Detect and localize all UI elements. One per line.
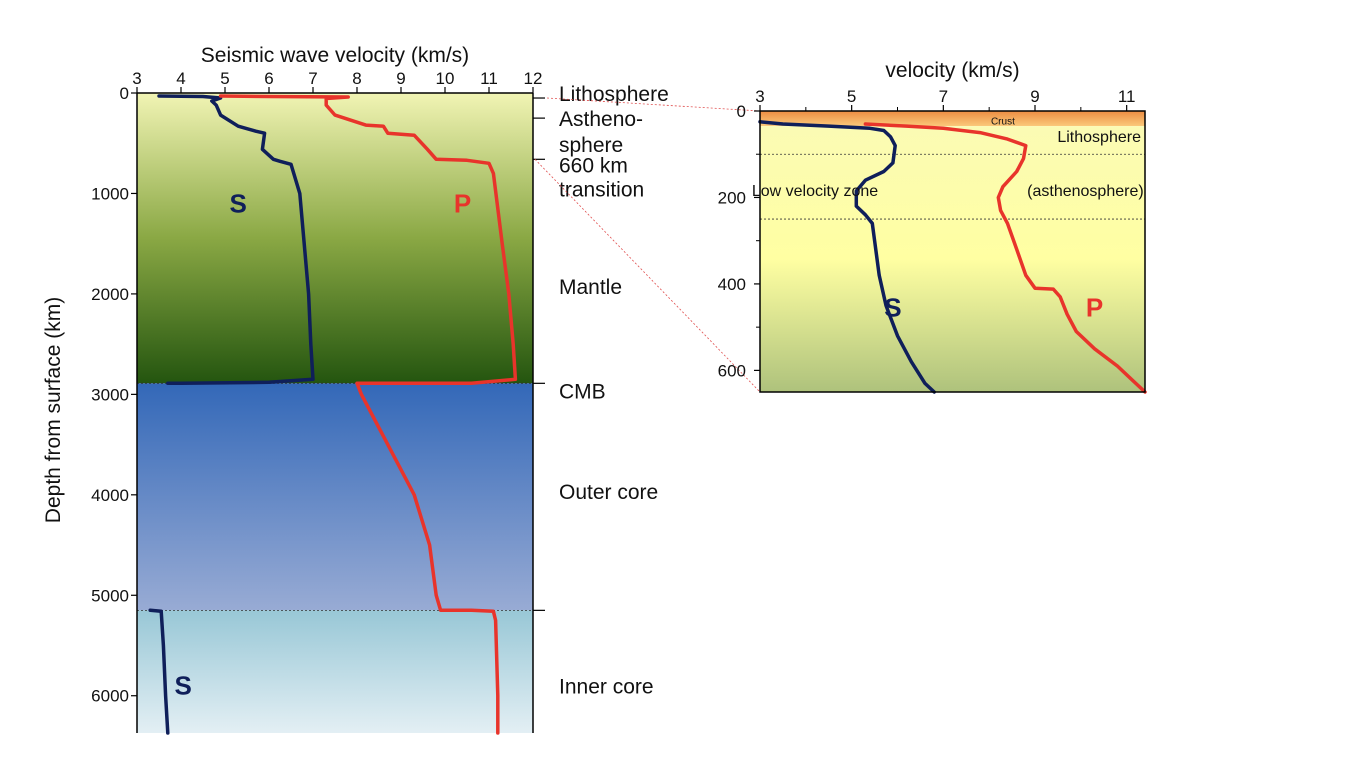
y-tick-label: 1000 (91, 184, 129, 203)
zoom-connector-lines (534, 97, 761, 393)
inset-x-tick-label: 3 (755, 87, 764, 106)
inset-frame-rect (759, 110, 1146, 393)
inset-zone-label: Lithosphere (1057, 129, 1141, 146)
region-label: CMB (559, 380, 606, 403)
region-label: Outer core (559, 481, 658, 504)
series-S-inner-label: S (175, 671, 192, 701)
inset-layers-background (760, 111, 1145, 392)
inset-x-tick-label: 11 (1118, 87, 1136, 106)
series-labels: S P S (175, 189, 472, 701)
inset-y-axis-ticks: 0 200 400 600 (718, 102, 760, 380)
inset-y-tick-label: 600 (718, 361, 746, 380)
x-axis-ticks: 3 4 5 6 7 8 9 10 11 12 (132, 69, 542, 93)
inset-series-P-line-0 (863, 122, 1147, 394)
x-tick-label: 7 (308, 69, 317, 88)
y-tick-label: 5000 (91, 586, 129, 605)
inset-zone-label: Crust (991, 117, 1015, 128)
inset-series-P-label: P (1086, 293, 1103, 323)
inset-layer-upper (760, 126, 1145, 392)
series-P-line-0 (218, 94, 518, 735)
y-tick-label: 0 (120, 84, 129, 103)
velocity-curves (148, 94, 518, 735)
plot-frame (136, 92, 534, 733)
inset-x-tick-label: 7 (939, 87, 948, 106)
region-ticks (533, 97, 545, 611)
layer-outer-core (137, 383, 533, 611)
inset-y-tick-label: 200 (718, 188, 746, 207)
inset-y-tick-label: 400 (718, 275, 746, 294)
y-axis-title: Depth from surface (km) (42, 297, 65, 523)
x-tick-label: 6 (264, 69, 273, 88)
x-tick-label: 4 (176, 69, 185, 88)
x-tick-label: 10 (436, 69, 455, 88)
layer-inner-core (137, 610, 533, 733)
y-tick-label: 4000 (91, 486, 129, 505)
inset-layer-crust (760, 111, 1145, 127)
x-tick-label: 3 (132, 69, 141, 88)
x-tick-label: 12 (524, 69, 543, 88)
inset-plot-frame (759, 110, 1146, 393)
series-S-line-0 (157, 94, 315, 386)
inset-zone-label: (asthenosphere) (1027, 183, 1144, 200)
inset-zone-lines (760, 153, 1145, 220)
inset-zone-label: Low velocity zone (752, 183, 878, 200)
inset-series-S-line-0 (758, 120, 936, 394)
inset-velocity-curves (758, 120, 1147, 394)
y-tick-label: 3000 (91, 385, 129, 404)
region-label: sphere (559, 134, 623, 157)
series-S-line-1 (148, 608, 170, 735)
layer-mantle (137, 93, 533, 384)
y-tick-label: 6000 (91, 687, 129, 706)
x-tick-label: 11 (480, 69, 498, 88)
x-tick-label: 8 (352, 69, 361, 88)
series-P-label: P (454, 189, 471, 219)
connector-top (546, 97, 761, 112)
series-S-label: S (230, 189, 247, 219)
inset-y-tick-label: 0 (737, 102, 746, 121)
region-label: Lithosphere (559, 83, 669, 106)
x-axis-title: Seismic wave velocity (km/s) (201, 44, 469, 67)
earth-layers-background (137, 93, 533, 733)
region-label: Inner core (559, 676, 654, 699)
inset-x-tick-label: 9 (1030, 87, 1039, 106)
inset-x-axis-ticks: 3 5 7 9 11 (755, 87, 1135, 111)
inset-x-tick-label: 5 (847, 87, 856, 106)
region-label: transition (559, 178, 644, 201)
connector-bottom (534, 159, 761, 393)
region-label: Astheno- (559, 108, 643, 131)
x-tick-label: 9 (396, 69, 405, 88)
y-axis-ticks: 0 1000 2000 3000 4000 5000 6000 (91, 84, 137, 706)
region-label: Mantle (559, 276, 622, 299)
x-tick-label: 5 (220, 69, 229, 88)
inset-x-axis-title: velocity (km/s) (885, 59, 1019, 82)
y-tick-label: 2000 (91, 285, 129, 304)
inset-series-S-label: S (884, 293, 901, 323)
region-label: 660 km (559, 154, 628, 177)
